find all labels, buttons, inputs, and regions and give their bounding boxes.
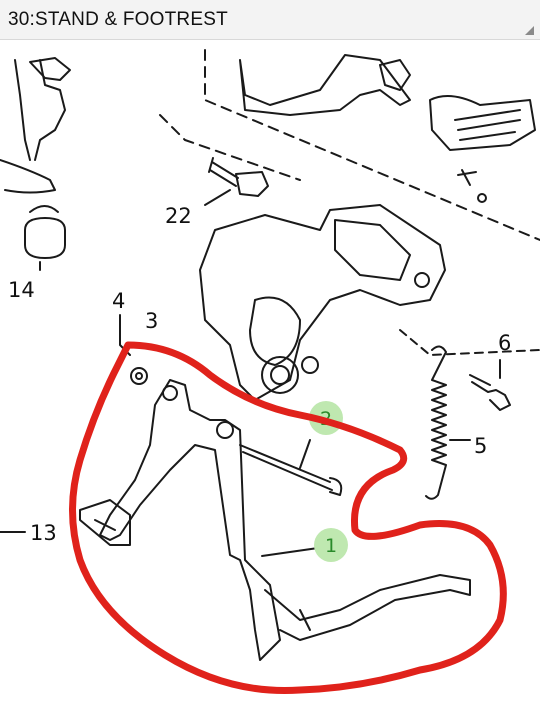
callout-6: 6 <box>498 331 511 355</box>
frame-guide-dashed <box>204 49 540 241</box>
highlight-outline <box>69 341 507 695</box>
left-frame-part <box>14 59 66 161</box>
badge-1: 1 <box>325 535 337 557</box>
badge-1-icon <box>314 528 348 562</box>
corner-indicator-icon <box>525 26 534 35</box>
callout-22: 22 <box>165 204 192 228</box>
washer-part-3 <box>130 367 148 385</box>
title-bar: 30:STAND & FOOTREST <box>0 0 540 40</box>
bolt-part-22 <box>209 161 269 197</box>
main-stand-part-1 <box>99 379 281 661</box>
diagram-title: 30:STAND & FOOTREST <box>8 9 228 30</box>
frame-bracket <box>199 204 446 401</box>
footrest-bracket <box>239 54 411 116</box>
callout-14: 14 <box>8 278 35 302</box>
callout-4: 4 <box>112 289 125 313</box>
spring-guide-dashed <box>399 329 540 356</box>
parts-diagram: 22 14 4 3 6 5 13 2 1 <box>0 49 540 695</box>
frame-guide-dashed-lower <box>159 114 301 181</box>
spring-part-5 <box>425 345 447 500</box>
screw-part-6 <box>469 374 511 411</box>
shaft-part-2 <box>239 444 343 496</box>
footrest-part <box>429 95 536 151</box>
callout-5: 5 <box>474 434 487 458</box>
callout-13: 13 <box>30 521 57 545</box>
callout-3: 3 <box>145 309 158 333</box>
bushing-part-14 <box>24 217 66 259</box>
